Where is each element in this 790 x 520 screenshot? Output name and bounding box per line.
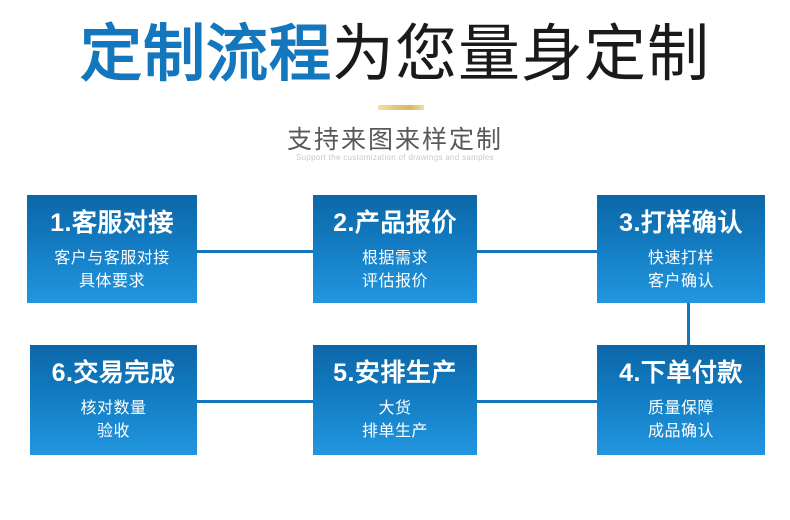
header: 定制流程为您量身定制: [0, 0, 790, 87]
step-box-3[interactable]: 3.打样确认 快速打样 客户确认: [597, 195, 765, 303]
step-1-line-1: 客户与客服对接: [54, 249, 170, 267]
connector-step1-to-step2: [197, 250, 313, 253]
page-title-highlight: 定制流程: [79, 20, 332, 89]
step-1-description: 客户与客服对接 具体要求: [54, 247, 170, 293]
step-5-description: 大货 排单生产: [362, 397, 428, 443]
subtitle-chinese: 支持来图来样定制: [286, 126, 503, 154]
step-3-heading: 3.打样确认: [619, 209, 743, 237]
connector-step2-to-step3: [477, 250, 597, 253]
step-box-6[interactable]: 6.交易完成 核对数量 验收: [30, 345, 197, 455]
step-3-line-1: 快速打样: [647, 249, 714, 267]
step-5-heading: 5.安排生产: [333, 359, 457, 387]
step-4-line-2: 成品确认: [647, 422, 714, 440]
connector-step4-to-step5: [477, 400, 597, 403]
step-2-heading: 2.产品报价: [333, 209, 457, 237]
connector-step3-to-step4: [687, 303, 690, 345]
page-title-rest: 为您量身定制: [332, 20, 711, 89]
step-4-line-1: 质量保障: [647, 399, 714, 417]
step-5-line-2: 排单生产: [361, 422, 428, 440]
gold-divider: [378, 105, 424, 110]
step-box-5[interactable]: 5.安排生产 大货 排单生产: [313, 345, 477, 455]
step-box-4[interactable]: 4.下单付款 质量保障 成品确认: [597, 345, 765, 455]
step-4-heading: 4.下单付款: [619, 359, 743, 387]
step-1-line-2: 具体要求: [78, 272, 145, 290]
step-6-description: 核对数量 验收: [80, 397, 146, 443]
step-4-description: 质量保障 成品确认: [648, 397, 714, 443]
step-6-heading: 6.交易完成: [51, 359, 176, 387]
step-box-2[interactable]: 2.产品报价 根据需求 评估报价: [313, 195, 477, 303]
step-2-description: 根据需求 评估报价: [362, 247, 428, 293]
step-1-heading: 1.客服对接: [50, 209, 174, 237]
step-6-line-1: 核对数量: [80, 399, 147, 417]
step-2-line-2: 评估报价: [361, 272, 428, 290]
step-3-description: 快速打样 客户确认: [648, 247, 714, 293]
page-title: 定制流程为您量身定制: [0, 22, 790, 87]
subtitle-english: Support the customization of drawings an…: [296, 153, 494, 162]
step-2-line-1: 根据需求: [361, 249, 428, 267]
step-3-line-2: 客户确认: [647, 272, 714, 290]
step-6-line-2: 验收: [96, 422, 130, 440]
connector-step5-to-step6: [197, 400, 313, 403]
step-5-line-1: 大货: [378, 399, 412, 417]
step-box-1[interactable]: 1.客服对接 客户与客服对接 具体要求: [27, 195, 197, 303]
